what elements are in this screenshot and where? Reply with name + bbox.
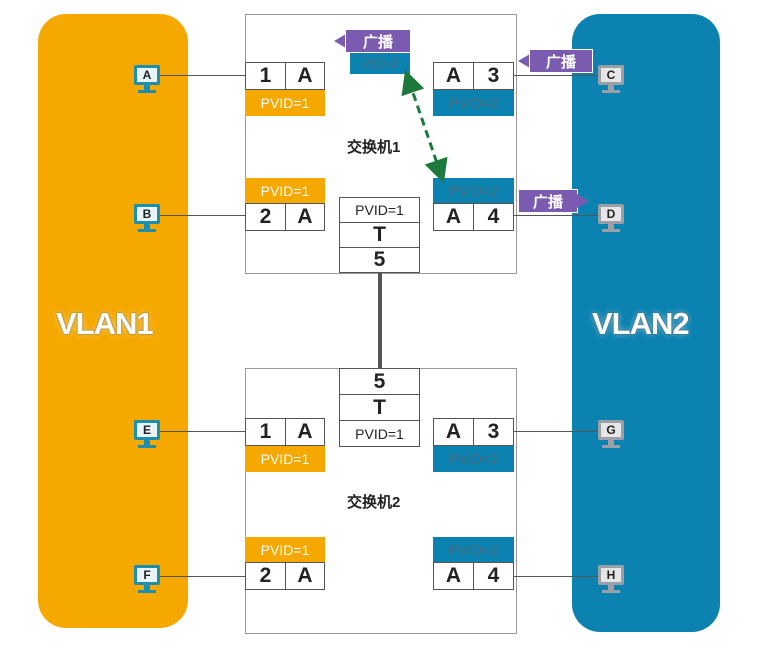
switch1-name: 交换机1 (347, 139, 401, 156)
trunk-link (378, 272, 382, 368)
sw1-port4-mode: A (433, 203, 474, 231)
sw2-port4-mode: A (433, 562, 474, 590)
link-d-port4 (514, 215, 598, 216)
host-g-computer-icon: G (598, 420, 624, 450)
broadcast-label-3: 广播 (518, 189, 578, 213)
sw2-port4-number: 4 (473, 562, 514, 590)
sw1-port3-number: 3 (473, 62, 514, 90)
link-a-port1 (160, 75, 246, 76)
host-c-label: C (598, 65, 624, 85)
host-g-label: G (598, 420, 624, 440)
sw2-port3-mode: A (433, 418, 474, 446)
host-h-computer-icon: H (598, 565, 624, 595)
arrow-left-icon (518, 54, 530, 68)
link-g-port3 (514, 431, 598, 432)
link-b-port2 (160, 215, 246, 216)
vlan2-label: VLAN2 (592, 306, 690, 341)
sw2-port2-pvid: PVID=1 (245, 537, 325, 563)
sw2-port5-pvid: PVID=1 (339, 420, 420, 447)
host-d-computer-icon: D (598, 204, 624, 234)
sw2-port3-number: 3 (473, 418, 514, 446)
host-e-computer-icon: E (134, 420, 160, 450)
host-a-label: A (134, 65, 160, 85)
host-b-computer-icon: B (134, 204, 160, 234)
link-e-port1 (160, 431, 246, 432)
sw2-port2-mode: A (285, 562, 325, 590)
host-h-label: H (598, 565, 624, 585)
host-f-label: F (134, 565, 160, 585)
host-a-computer-icon: A (134, 65, 160, 95)
sw2-port1-pvid: PVID=1 (245, 446, 325, 472)
broadcast-label-1: 广播 (345, 29, 411, 53)
sw1-port4-number: 4 (473, 203, 514, 231)
host-b-label: B (134, 204, 160, 224)
broadcast-label-2: 广播 (529, 49, 593, 73)
sw2-port1-number: 1 (245, 418, 286, 446)
sw1-port5-number: 5 (339, 247, 420, 273)
host-c-computer-icon: C (598, 65, 624, 95)
dashed-arrow-line (401, 69, 448, 184)
link-f-port2 (160, 576, 246, 577)
arrow-right-icon (577, 194, 589, 208)
host-d-label: D (598, 204, 624, 224)
sw1-port2-pvid: PVID=1 (245, 178, 325, 204)
vlan1-label: VLAN1 (56, 306, 154, 341)
arrow-left-icon (334, 34, 346, 48)
sw2-port3-pvid: PVID=2 (433, 446, 514, 472)
link-c-port3 (514, 75, 598, 76)
sw2-port1-mode: A (285, 418, 325, 446)
host-f-computer-icon: F (134, 565, 160, 595)
vlan1-zone (38, 14, 188, 628)
host-e-label: E (134, 420, 160, 440)
sw1-port1-mode: A (285, 62, 325, 90)
sw1-port1-pvid: PVID=1 (245, 90, 325, 116)
switch2-name: 交换机2 (347, 494, 401, 511)
sw1-port2-mode: A (285, 203, 325, 231)
vid-tag: VID=2 (350, 52, 410, 74)
sw2-port5-mode: T (339, 394, 420, 421)
sw2-port4-pvid: PVID=2 (433, 537, 514, 563)
vlan2-zone (572, 14, 720, 632)
link-h-port4 (514, 576, 598, 577)
